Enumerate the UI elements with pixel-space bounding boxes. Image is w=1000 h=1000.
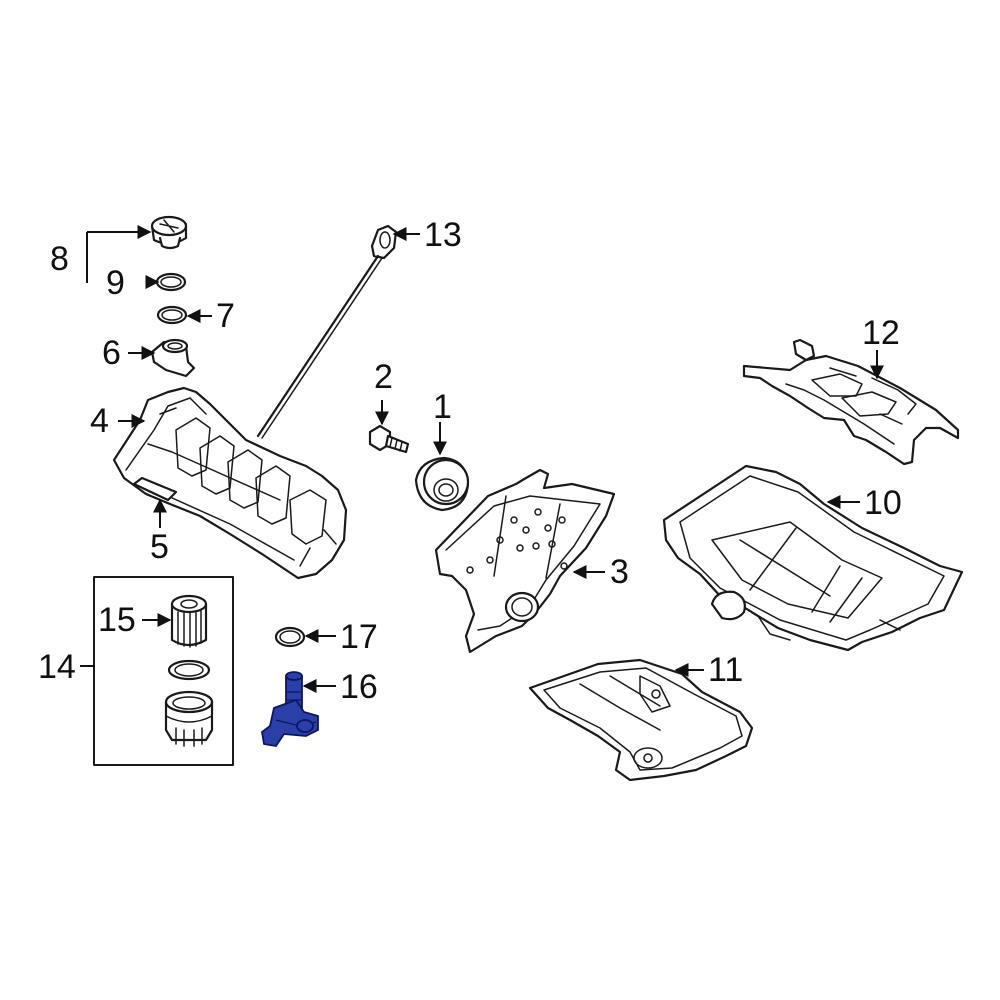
oil-filler-cap[interactable]: [150, 215, 188, 250]
callout-1: 1: [433, 388, 452, 426]
callout-6: 6: [102, 334, 121, 372]
cap-seal-ring[interactable]: [155, 272, 187, 292]
upper-oil-pan[interactable]: [662, 464, 964, 652]
callout-13: 13: [424, 216, 462, 254]
callout-15: 15: [98, 601, 136, 639]
callout-4: 4: [90, 402, 109, 440]
callout-14: 14: [38, 648, 76, 686]
oil-filler-tube[interactable]: [150, 338, 196, 378]
callout-9: 9: [106, 264, 125, 302]
callout-2: 2: [374, 358, 393, 396]
callout-11: 11: [708, 651, 743, 689]
front-crankshaft-seal[interactable]: [414, 456, 470, 512]
oil-level-sensor[interactable]: [261, 671, 319, 747]
mounting-bolt[interactable]: [368, 424, 410, 454]
callout-10: 10: [864, 484, 902, 522]
callout-7: 7: [216, 297, 235, 335]
engine-front-cover[interactable]: [434, 468, 616, 654]
heat-shield[interactable]: [742, 338, 960, 466]
callout-3: 3: [610, 553, 629, 591]
oil-dipstick[interactable]: [256, 224, 398, 439]
oil-filter-element[interactable]: [170, 594, 208, 648]
callout-12: 12: [862, 314, 900, 352]
callout-17: 17: [340, 618, 378, 656]
callouts: 1 2 3 4 5 6 7 8 9 10 11 12 13 14 15 16 1…: [38, 216, 902, 706]
leader-lines: [80, 225, 884, 693]
callout-16: 16: [340, 668, 378, 706]
sensor-o-ring[interactable]: [274, 626, 306, 648]
valve-cover-gasket[interactable]: [132, 476, 178, 502]
callout-5: 5: [150, 528, 169, 566]
filter-cap-o-ring[interactable]: [167, 659, 211, 681]
callout-8: 8: [50, 240, 69, 278]
filler-tube-o-ring[interactable]: [156, 305, 188, 325]
filter-kit-box: [93, 576, 234, 766]
valve-cover[interactable]: [112, 386, 348, 580]
oil-filter-cap[interactable]: [164, 690, 214, 747]
